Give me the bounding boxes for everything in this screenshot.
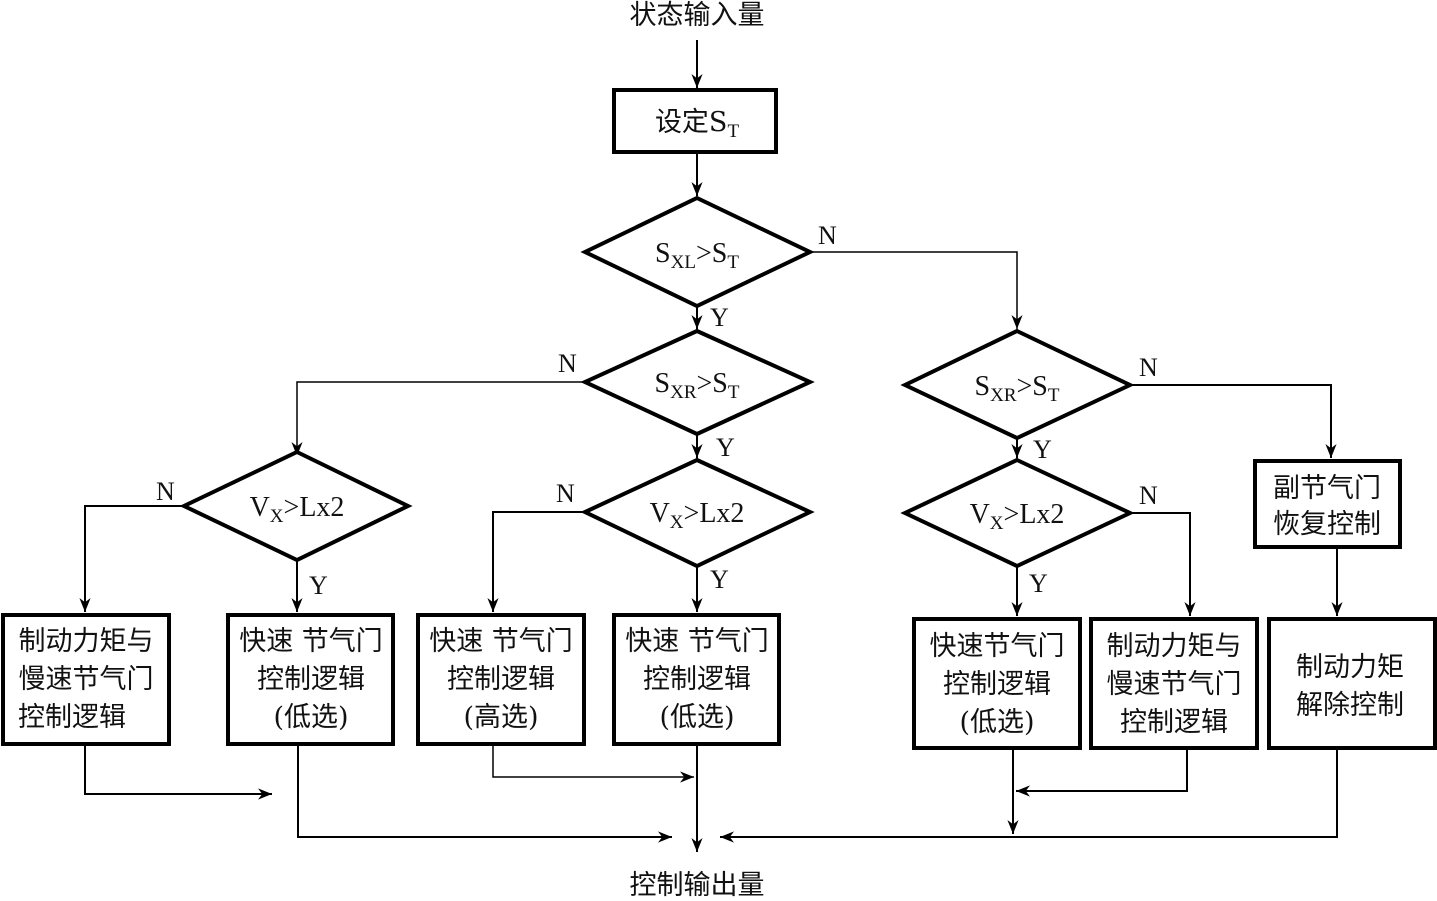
box-brake-torque-slow-throttle-right: 制动力矩与 慢速节气门 控制逻辑	[1089, 617, 1259, 750]
svg-text:慢速节气门: 慢速节气门	[1107, 669, 1242, 700]
arrow-right-merge	[720, 748, 1338, 843]
box-brake-torque-slow-throttle-left: 制动力矩与 慢速节气门 控制逻辑	[1, 613, 171, 746]
arrow-b6-out	[1016, 748, 1188, 797]
arrow-d4-no	[79, 505, 184, 612]
box-fast-throttle-low-select-2: 快速 节气门 控制逻辑 (低选)	[612, 613, 781, 746]
svg-text:控制逻辑: 控制逻辑	[643, 664, 751, 695]
d1-no-label: N	[818, 221, 837, 250]
d6-yes-label: Y	[1029, 569, 1048, 598]
svg-text:SXL>ST: SXL>ST	[655, 238, 739, 273]
arrow-b3-out	[492, 744, 694, 783]
decision-sxl-gt-st: SXL>ST	[580, 195, 815, 309]
d5-yes-label: Y	[710, 565, 729, 594]
d1-yes-label: Y	[710, 303, 729, 332]
svg-text:(低选): (低选)	[959, 707, 1034, 738]
svg-text:恢复控制: 恢复控制	[1273, 509, 1381, 540]
arrow-d3-no	[1130, 384, 1337, 458]
box-sub-throttle-recovery: 副节气门 恢复控制	[1253, 459, 1402, 549]
d4-yes-label: Y	[309, 571, 328, 600]
decision-sxr-gt-st-left: SXR>ST	[580, 328, 815, 437]
decision-vx-gt-lx2-middle: VX>Lx2	[580, 457, 815, 569]
set-box-text: 设定S	[655, 107, 728, 138]
svg-text:制动力矩与: 制动力矩与	[19, 626, 154, 657]
arrow-d6-no	[1130, 512, 1196, 616]
input-label: 状态输入量	[630, 0, 765, 31]
d4-no-label: N	[156, 477, 175, 506]
svg-text:(低选): (低选)	[659, 702, 734, 733]
box-fast-throttle-high-select: 快速 节气门 控制逻辑 (高选)	[416, 613, 586, 746]
svg-text:(高选): (高选)	[463, 702, 538, 733]
decision-sxr-gt-st-right: SXR>ST	[900, 328, 1135, 441]
svg-text:SXR>ST: SXR>ST	[655, 368, 740, 403]
set-threshold-box: 设定ST	[612, 88, 778, 154]
svg-text:设定ST: 设定ST	[655, 107, 740, 142]
svg-text:控制逻辑: 控制逻辑	[1120, 707, 1228, 738]
svg-text:副节气门: 副节气门	[1273, 473, 1381, 504]
svg-text:控制逻辑: 控制逻辑	[257, 664, 365, 695]
svg-text:VX>Lx2: VX>Lx2	[250, 492, 345, 527]
d3-no-label: N	[1139, 353, 1158, 382]
svg-text:控制逻辑: 控制逻辑	[18, 702, 126, 733]
d3-yes-label: Y	[1033, 435, 1052, 464]
svg-text:快速 节气门: 快速 节气门	[429, 626, 573, 657]
d6-no-label: N	[1139, 481, 1158, 510]
arrow-b1-out	[84, 744, 272, 800]
svg-text:控制逻辑: 控制逻辑	[447, 664, 555, 695]
svg-text:控制逻辑: 控制逻辑	[943, 669, 1051, 700]
svg-text:快速 节气门: 快速 节气门	[625, 626, 769, 657]
decision-vx-gt-lx2-right: VX>Lx2	[900, 457, 1135, 569]
d2-no-label: N	[558, 349, 577, 378]
svg-text:VX>Lx2: VX>Lx2	[650, 498, 745, 533]
decision-vx-gt-lx2-left: VX>Lx2	[179, 449, 413, 563]
arrow-d2-no	[291, 381, 585, 456]
svg-text:快速 节气门: 快速 节气门	[239, 626, 383, 657]
box-fast-throttle-low-select-1: 快速 节气门 控制逻辑 (低选)	[226, 613, 395, 746]
svg-text:(低选): (低选)	[273, 702, 348, 733]
svg-text:SXR>ST: SXR>ST	[975, 371, 1060, 406]
svg-text:慢速节气门: 慢速节气门	[19, 664, 154, 695]
box-brake-torque-release: 制动力矩 解除控制	[1267, 617, 1437, 750]
svg-text:制动力矩与: 制动力矩与	[1107, 631, 1242, 662]
set-box-sub: T	[727, 121, 739, 142]
d5-no-label: N	[556, 479, 575, 508]
output-label: 控制输出量	[630, 870, 765, 901]
svg-text:VX>Lx2: VX>Lx2	[970, 499, 1065, 534]
d2-yes-label: Y	[716, 433, 735, 462]
box-fast-throttle-low-select-3: 快速节气门 控制逻辑 (低选)	[912, 617, 1082, 750]
arrow-d1-no	[810, 251, 1023, 329]
svg-text:制动力矩: 制动力矩	[1296, 652, 1404, 683]
arrow-d5-no	[487, 511, 585, 612]
svg-text:解除控制: 解除控制	[1296, 690, 1404, 721]
arrow-b2-out	[297, 744, 672, 843]
svg-text:快速节气门: 快速节气门	[930, 631, 1065, 662]
